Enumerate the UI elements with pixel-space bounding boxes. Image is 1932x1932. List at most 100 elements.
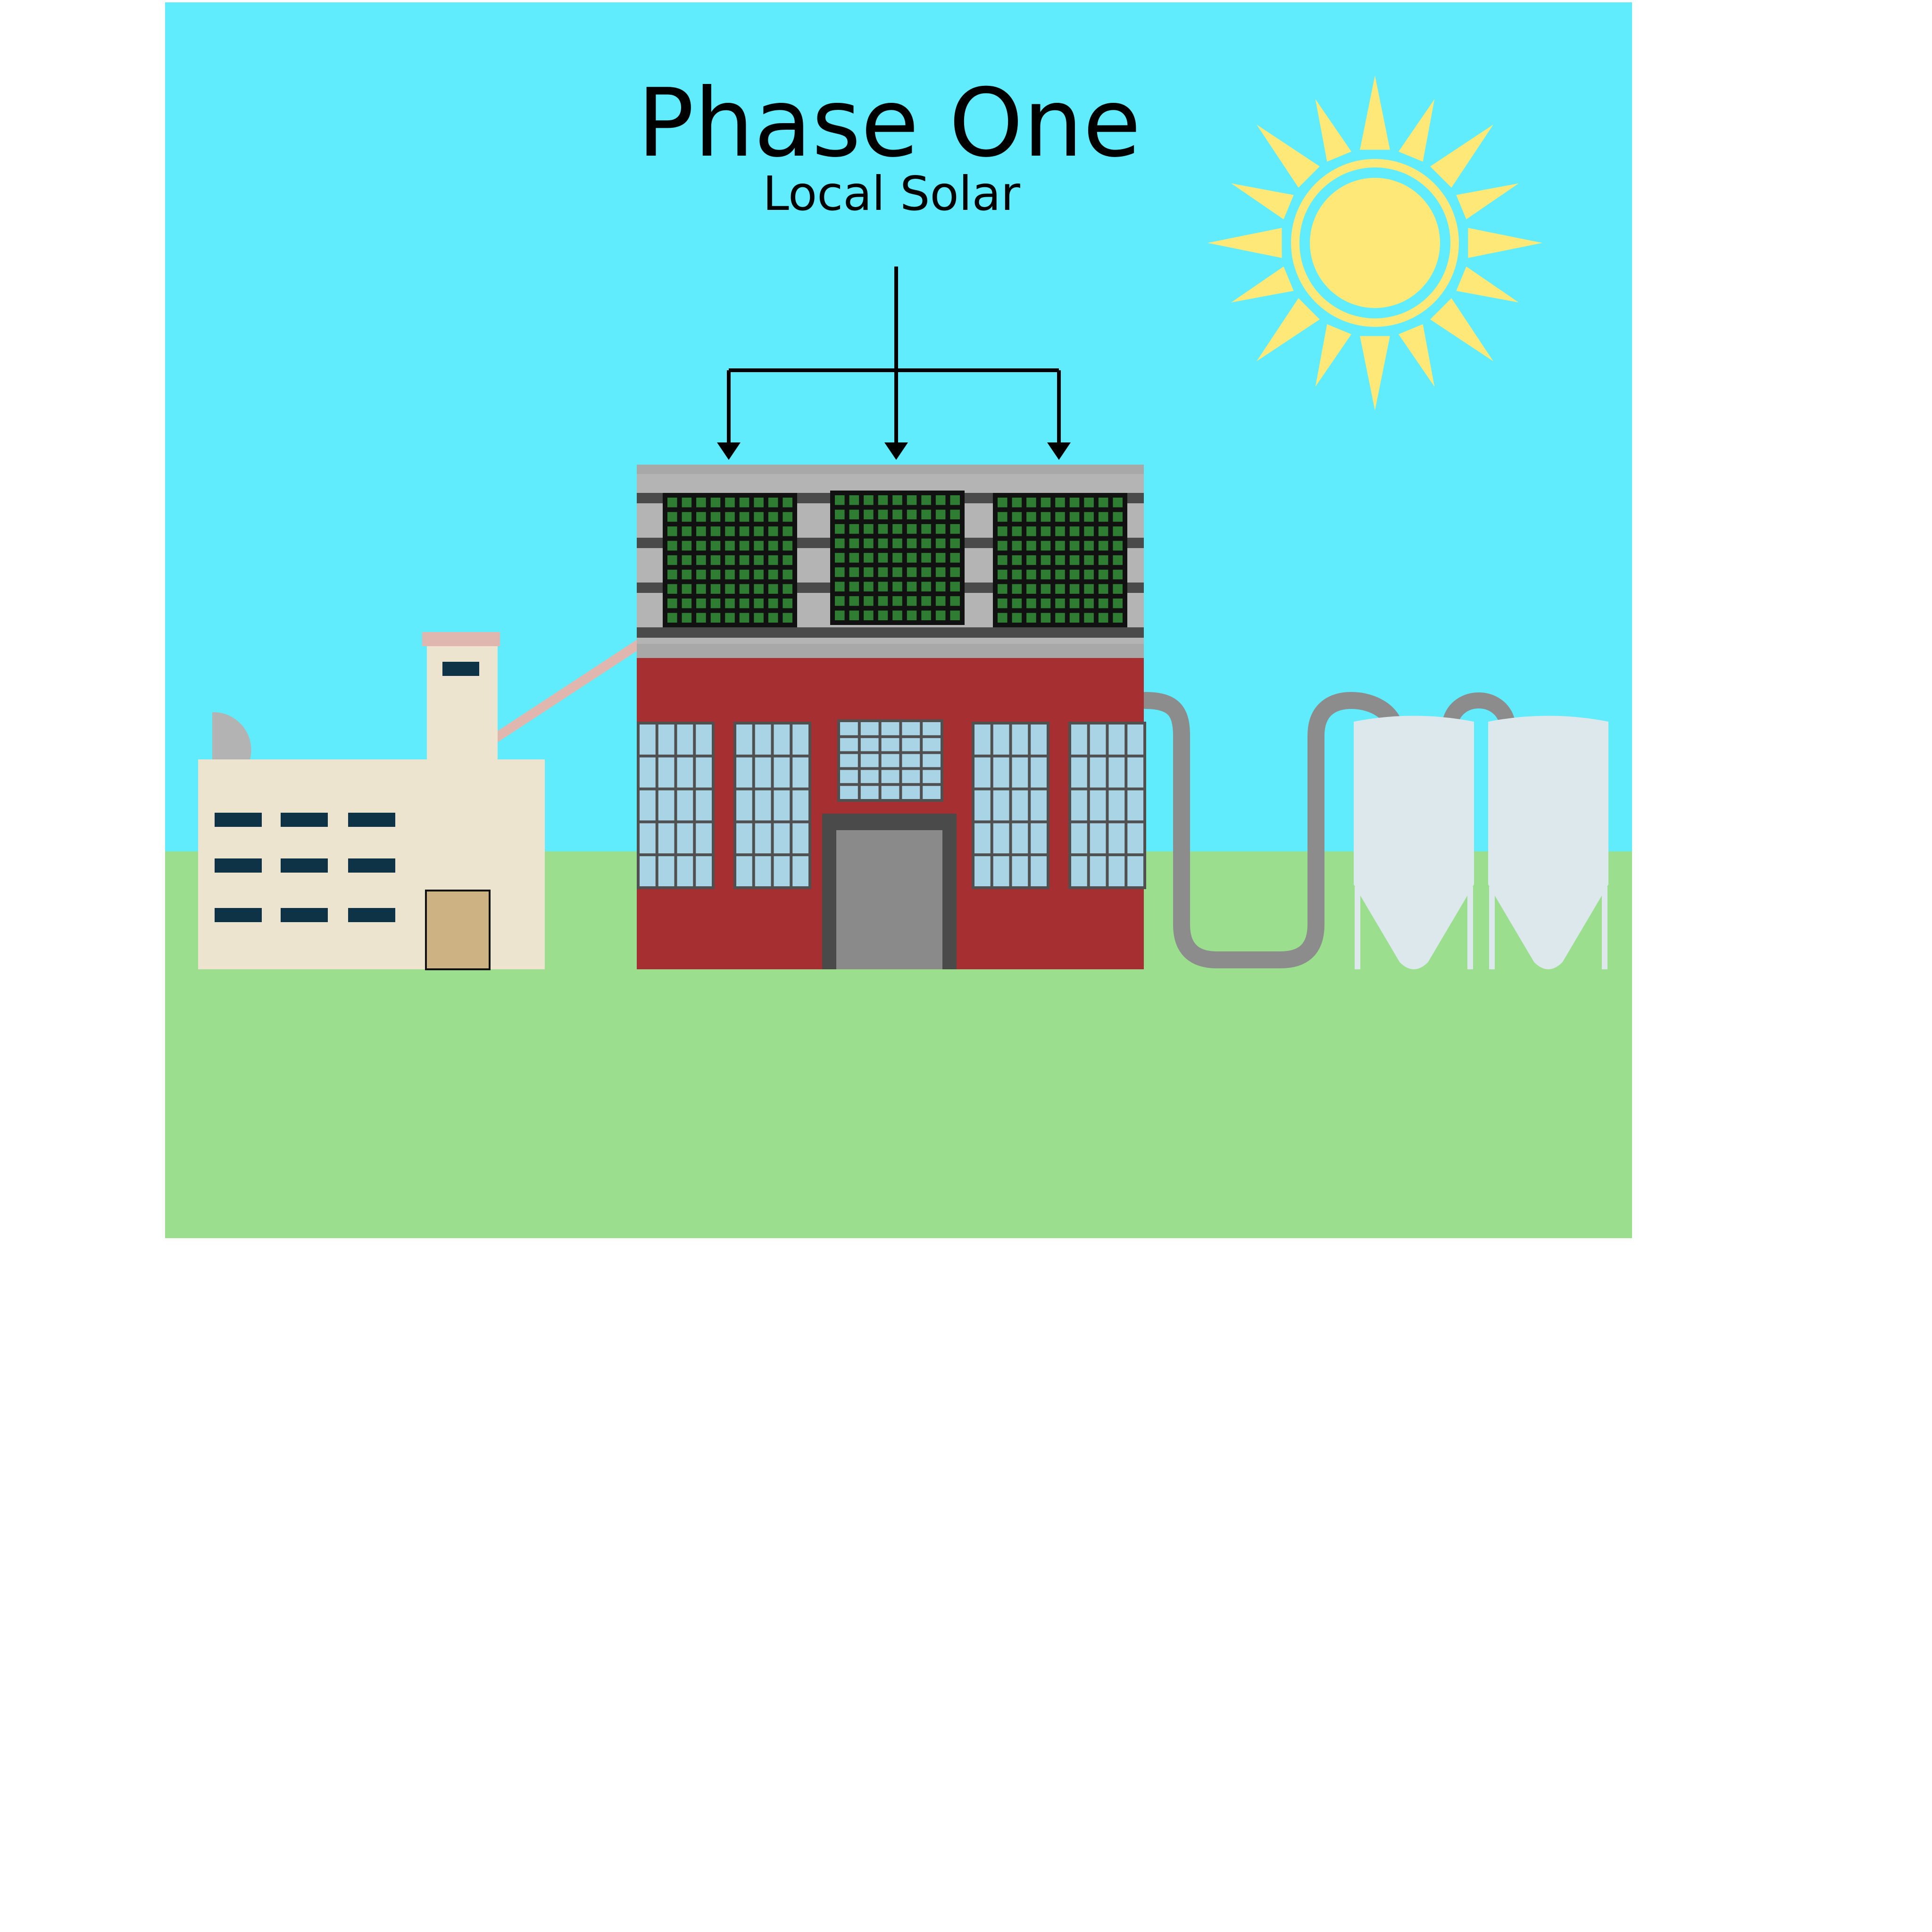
window-pane <box>1012 790 1028 821</box>
panel-cell <box>864 524 874 534</box>
window-pane <box>640 724 656 755</box>
sun-ray <box>1456 183 1519 219</box>
panel-cell <box>783 569 792 580</box>
main-building <box>637 465 1146 969</box>
panel-cell <box>998 584 1008 594</box>
panel-cell <box>682 613 692 623</box>
panel-cell <box>667 613 677 623</box>
panel-cell <box>1055 569 1065 580</box>
window-pane <box>902 770 920 783</box>
panel-cell <box>892 596 902 606</box>
annex-door <box>425 890 491 970</box>
window-pane <box>974 790 991 821</box>
window-pane <box>1127 757 1143 788</box>
panel-cell <box>1069 569 1080 580</box>
panel-cell <box>1084 512 1094 522</box>
panel-cell <box>892 524 902 534</box>
panel-cell <box>849 596 859 606</box>
panel-cell <box>1084 569 1094 580</box>
window-pane <box>1031 856 1047 886</box>
panel-cell <box>921 495 931 505</box>
window-pane <box>792 823 808 854</box>
window-pane <box>923 722 941 735</box>
panel-cell <box>1055 584 1065 594</box>
panel-cell <box>1069 512 1080 522</box>
panel-cell <box>682 512 692 522</box>
panel-cell <box>921 553 931 563</box>
window-pane <box>774 856 790 886</box>
panel-cell <box>921 582 931 591</box>
window-pane <box>881 786 899 799</box>
panel-cell <box>1026 569 1036 580</box>
window-pane <box>736 823 752 854</box>
window-pane <box>755 856 771 886</box>
panel-cell <box>768 569 778 580</box>
panel-cell <box>950 596 960 606</box>
panel-cell <box>864 567 874 577</box>
window-pane <box>1012 757 1028 788</box>
diagram-subtitle: Local Solar <box>763 166 1021 221</box>
panel-cell <box>1041 569 1051 580</box>
panel-cell <box>667 569 677 580</box>
panel-cell <box>907 567 917 577</box>
panel-cell <box>739 569 749 580</box>
panel-cell <box>1055 498 1065 508</box>
panel-cell <box>1084 498 1094 508</box>
annex-window <box>348 908 395 922</box>
window-pane <box>792 790 808 821</box>
panel-cell <box>1041 598 1051 608</box>
pipe <box>1137 691 1405 968</box>
panel-cell <box>1026 512 1036 522</box>
annex-window <box>348 858 395 873</box>
panel-cell <box>892 610 902 620</box>
window-pane <box>974 823 991 854</box>
panel-cell <box>835 610 845 620</box>
panel-cell <box>754 541 764 551</box>
panel-cell <box>998 598 1008 608</box>
panel-cell <box>892 509 902 520</box>
panel-cell <box>696 512 706 522</box>
window-pane <box>1031 724 1047 755</box>
panel-cell <box>1069 541 1080 551</box>
window-pane <box>736 856 752 886</box>
panel-cell <box>1069 498 1080 508</box>
panel-cell <box>725 584 735 594</box>
panel-cell <box>754 598 764 608</box>
panel-cell <box>1098 555 1108 565</box>
window-pane <box>860 786 879 799</box>
window-pane <box>923 770 941 783</box>
window-pane <box>902 786 920 799</box>
arrow-down-icon <box>717 442 741 460</box>
sun-ray <box>1231 183 1294 219</box>
panel-cell <box>835 567 845 577</box>
window-pane <box>658 790 675 821</box>
panel-cell <box>754 569 764 580</box>
panel-cell <box>935 567 946 577</box>
panel-cell <box>921 567 931 577</box>
window-pane <box>1031 823 1047 854</box>
annex-window <box>281 908 328 922</box>
panel-cell <box>935 596 946 606</box>
panel-cell <box>998 569 1008 580</box>
window-pane <box>736 790 752 821</box>
panel-cell <box>768 512 778 522</box>
solar-panel <box>663 493 797 627</box>
panel-cell <box>710 498 721 508</box>
panel-cell <box>892 495 902 505</box>
panel-cell <box>710 541 721 551</box>
window-pane <box>881 738 899 751</box>
panel-cell <box>1113 598 1123 608</box>
silo-body <box>1354 716 1474 969</box>
conveyor <box>492 640 642 742</box>
panel-cell <box>1012 613 1022 623</box>
panel-cell <box>667 526 677 536</box>
facade-window <box>733 722 811 889</box>
window-pane <box>792 757 808 788</box>
window-pane <box>860 754 879 767</box>
sun-ray <box>1430 124 1494 188</box>
panel-cell <box>1084 555 1094 565</box>
panel-cell <box>864 610 874 620</box>
panel-cell <box>696 569 706 580</box>
panel-cell <box>835 553 845 563</box>
